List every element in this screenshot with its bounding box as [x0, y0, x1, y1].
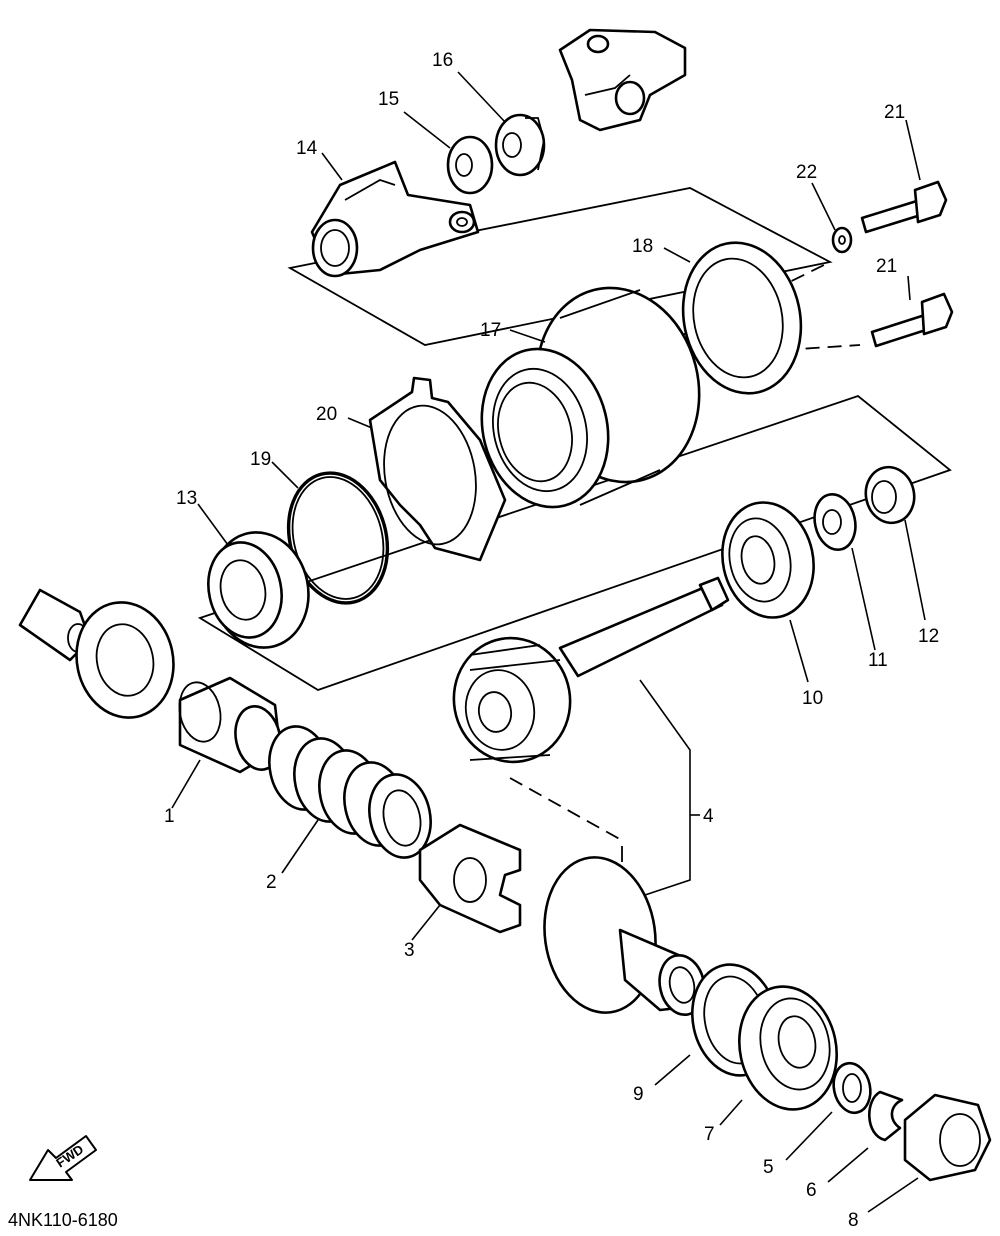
- callout-10: 10: [802, 688, 823, 709]
- callout-21-lower: 21: [876, 256, 897, 277]
- part-3-cam: [418, 823, 522, 934]
- part-12-nut: [864, 465, 916, 525]
- part-21-bolt-lower: [870, 292, 954, 348]
- part-10-bearing: [721, 501, 815, 619]
- diagram-part-code: 4NK110-6180: [8, 1210, 118, 1230]
- leader-lines: [171, 71, 926, 1213]
- part-8-nut: [903, 1093, 992, 1182]
- callout-17: 17: [480, 320, 501, 341]
- callout-3: 3: [404, 940, 415, 961]
- callout-12: 12: [918, 626, 939, 647]
- part-16-nut: [494, 113, 546, 177]
- fwd-arrow-icon: FWD: [29, 1135, 97, 1181]
- part-4-pinion-shaft: [452, 576, 730, 764]
- callout-21-upper: 21: [884, 102, 905, 123]
- callout-5: 5: [763, 1157, 774, 1178]
- part-17-housing: [480, 286, 701, 509]
- gear-alignment-dashes: [509, 777, 626, 843]
- callout-18: 18: [632, 236, 653, 257]
- part-6-lock-washer: [868, 1090, 904, 1142]
- callout-1: 1: [164, 806, 175, 827]
- callout-6: 6: [806, 1180, 817, 1201]
- part-18-ring: [681, 241, 803, 395]
- part-22-washer: [831, 226, 853, 254]
- callout-7: 7: [704, 1124, 715, 1145]
- callout-11: 11: [868, 650, 888, 671]
- part-4-ring-gear: [543, 856, 707, 1016]
- universal-joint: [558, 28, 687, 132]
- part-11-washer: [813, 492, 857, 552]
- part-15-washer: [446, 135, 494, 195]
- callout-22: 22: [796, 162, 817, 183]
- callout-16: 16: [432, 50, 453, 71]
- part-7-bearing: [738, 985, 838, 1111]
- callout-14: 14: [296, 138, 318, 159]
- callout-13: 13: [176, 488, 197, 509]
- part-20-plate: [368, 376, 507, 562]
- callout-4: 4: [703, 806, 714, 827]
- callout-8: 8: [848, 1210, 859, 1231]
- callout-19: 19: [250, 449, 271, 470]
- part-13-bearing: [207, 531, 310, 649]
- upper-group-outline: [287, 187, 833, 346]
- callout-2: 2: [266, 872, 277, 893]
- callout-9: 9: [633, 1084, 644, 1105]
- left-seal: [75, 601, 175, 719]
- part-2-spring: [268, 725, 432, 859]
- callout-15: 15: [378, 89, 399, 110]
- part-5-washer: [832, 1061, 872, 1115]
- part-21-bolt-upper: [860, 180, 948, 234]
- callout-20: 20: [316, 404, 337, 425]
- part-14-yoke: [310, 160, 480, 278]
